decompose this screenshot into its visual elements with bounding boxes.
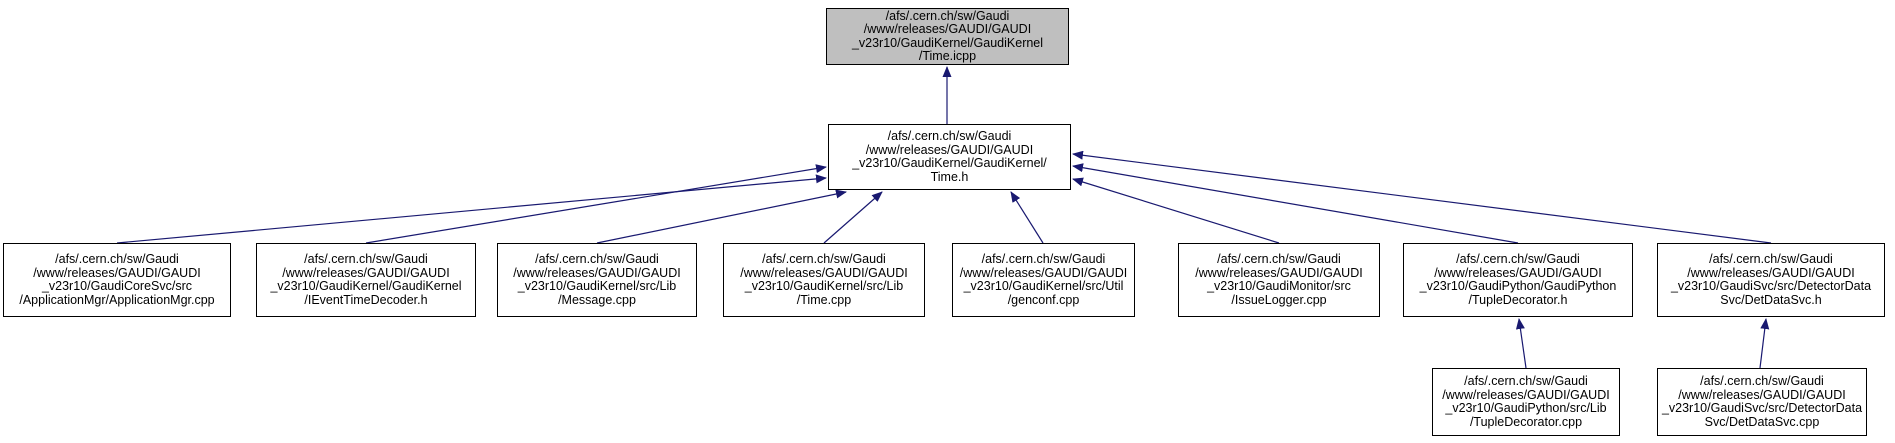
edge-issuelogger-to-timeh <box>1072 177 1280 244</box>
edge-detdatasvccpp-to-detdatasvch <box>1759 318 1770 369</box>
edge-tupledecoratorh-to-timeh <box>1072 163 1519 244</box>
edge-detdatasvch-to-timeh <box>1072 150 1772 244</box>
edge-applicationmgr-to-timeh <box>116 174 827 244</box>
node-time-cpp[interactable]: /afs/.cern.ch/sw/Gaudi /www/releases/GAU… <box>723 243 925 317</box>
edge-tupledecoratorcpp-to-tupledecoratorh <box>1515 318 1527 369</box>
node-message-cpp[interactable]: /afs/.cern.ch/sw/Gaudi /www/releases/GAU… <box>497 243 697 317</box>
node-time-icpp[interactable]: /afs/.cern.ch/sw/Gaudi /www/releases/GAU… <box>826 8 1069 65</box>
edge-genconf-to-timeh <box>1010 191 1044 244</box>
node-detdatasvc-h[interactable]: /afs/.cern.ch/sw/Gaudi /www/releases/GAU… <box>1657 243 1885 317</box>
node-ieventtimedecoder-h[interactable]: /afs/.cern.ch/sw/Gaudi /www/releases/GAU… <box>256 243 476 317</box>
node-time-h[interactable]: /afs/.cern.ch/sw/Gaudi /www/releases/GAU… <box>828 124 1071 190</box>
node-genconf-cpp[interactable]: /afs/.cern.ch/sw/Gaudi /www/releases/GAU… <box>952 243 1135 317</box>
node-applicationmgr-cpp[interactable]: /afs/.cern.ch/sw/Gaudi /www/releases/GAU… <box>3 243 231 317</box>
edge-timecpp-to-timeh <box>823 191 883 244</box>
node-tupledecorator-h[interactable]: /afs/.cern.ch/sw/Gaudi /www/releases/GAU… <box>1403 243 1633 317</box>
edge-message-to-timeh <box>596 189 847 244</box>
node-detdatasvc-cpp[interactable]: /afs/.cern.ch/sw/Gaudi /www/releases/GAU… <box>1657 368 1867 436</box>
node-issuelogger-cpp[interactable]: /afs/.cern.ch/sw/Gaudi /www/releases/GAU… <box>1178 243 1380 317</box>
edge-ieventtimedecoder-to-timeh <box>365 164 827 244</box>
node-tupledecorator-cpp[interactable]: /afs/.cern.ch/sw/Gaudi /www/releases/GAU… <box>1432 368 1620 436</box>
